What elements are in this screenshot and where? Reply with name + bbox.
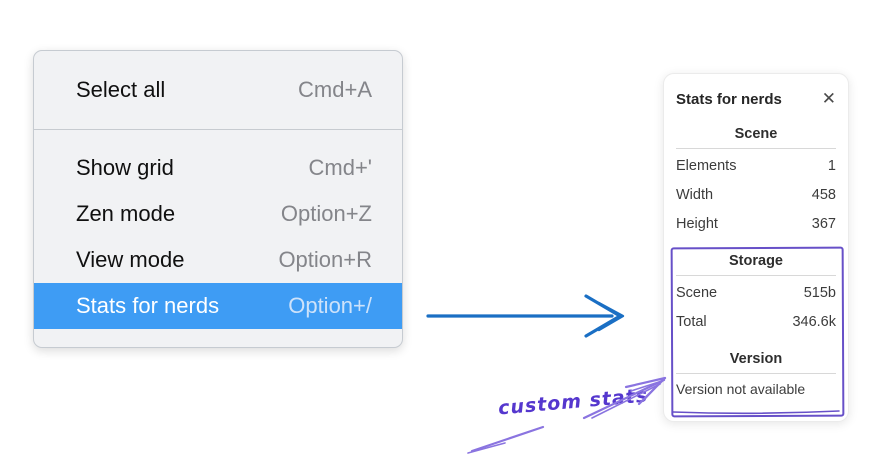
stat-row-scene-storage: Scene 515b [676,278,836,307]
stat-value: 458 [811,186,836,203]
menu-section-view: Show grid Cmd+' Zen mode Option+Z View m… [34,130,402,329]
close-icon[interactable]: ✕ [821,88,836,109]
stats-panel: Stats for nerds ✕ Scene Elements 1 Width… [663,73,849,422]
stats-panel-header: Stats for nerds ✕ [676,87,836,111]
stat-value: 346.6k [792,313,836,330]
menu-item-show-grid[interactable]: Show grid Cmd+' [34,145,402,191]
section-header-storage: Storage [729,253,783,269]
menu-item-label: Zen mode [76,201,176,226]
section-header-version: Version [729,351,783,367]
menu-item-shortcut: Option+Z [280,201,372,226]
menu-item-label: View mode [76,247,185,272]
stat-label: Height [676,215,718,232]
stat-label: Elements [676,157,737,174]
menu-item-select-all[interactable]: Select all Cmd+A [34,51,402,129]
menu-item-label: Show grid [76,155,174,180]
menu-item-zen-mode[interactable]: Zen mode Option+Z [34,191,402,237]
stat-row-width: Width 458 [676,180,836,209]
menu-item-shortcut: Cmd+' [308,155,373,180]
stat-label: Total [676,313,707,330]
version-note: Version not available [676,381,806,397]
section-divider [676,373,836,374]
stat-value: 367 [811,215,836,232]
stat-label: Scene [676,284,718,301]
section-header-scene: Scene [734,126,778,142]
stat-row-elements: Elements 1 [676,151,836,180]
menu-item-label: Select all [76,77,166,102]
stat-value: 1 [827,157,836,174]
menu-divider [34,129,402,130]
context-menu: Select all Cmd+A Show grid Cmd+' Zen mod… [33,50,403,348]
blue-right-arrow-icon [426,294,625,338]
stat-label: Width [676,186,714,203]
custom-stats-annotation: custom stats [497,384,649,420]
menu-item-label: Stats for nerds [76,293,220,318]
stat-row-height: Height 367 [676,209,836,238]
section-divider [676,275,836,276]
stat-row-total-storage: Total 346.6k [676,307,836,336]
menu-item-shortcut: Cmd+A [298,77,372,102]
menu-item-shortcut: Option+R [278,247,372,272]
section-divider [676,148,836,149]
stats-panel-title: Stats for nerds [676,90,782,108]
menu-item-shortcut: Option+/ [288,293,372,318]
stat-value: 515b [803,284,836,301]
menu-item-stats-for-nerds[interactable]: Stats for nerds Option+/ [34,283,402,329]
menu-item-view-mode[interactable]: View mode Option+R [34,237,402,283]
